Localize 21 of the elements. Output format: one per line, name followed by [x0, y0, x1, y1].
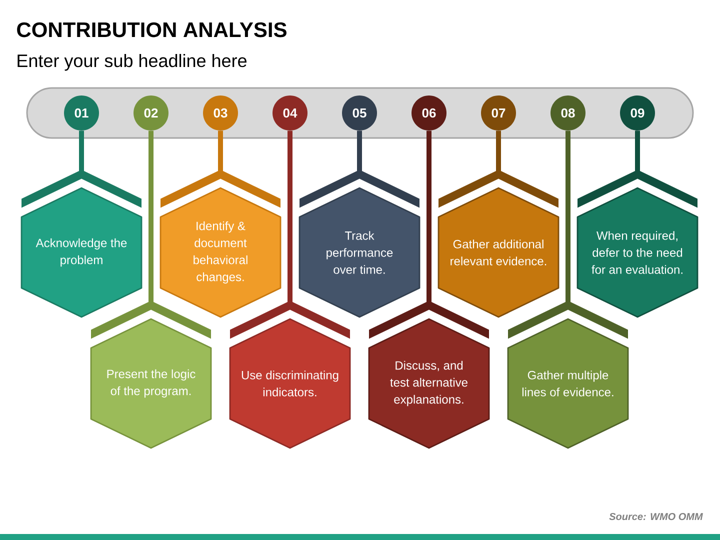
hexagon: Identify & document behavioral changes.: [160, 187, 282, 318]
subtitle: Enter your sub headline here: [18, 54, 246, 71]
hexagon: Track performance over time.: [298, 187, 420, 318]
hexagon: Gather multiple lines of evidence.: [507, 318, 629, 449]
connector-line: [578, 130, 698, 208]
connector-line: [22, 130, 142, 208]
connector-line: [91, 130, 211, 339]
connector-line: [160, 130, 280, 208]
source-note: Source: WMO OMM: [609, 513, 703, 520]
hexagon: Discuss, and test alternative explanations.: [368, 318, 490, 449]
title: CONTRIBUTION ANALYSIS: [17, 22, 286, 38]
hexagon: When required, defer to the need for an evaluation.: [576, 187, 698, 318]
hexagon: Gather additional relevant evidence.: [438, 187, 560, 318]
connector-line: [438, 130, 558, 208]
hexagon: Use discriminating indicators.: [229, 318, 351, 449]
hexagon: Acknowledge the problem: [20, 187, 142, 318]
connector-line: [369, 130, 489, 339]
connector-line: [508, 130, 628, 339]
connector-line: [300, 130, 420, 208]
connector-line: [230, 130, 350, 339]
hexagon: Present the logic of the program.: [90, 318, 212, 449]
